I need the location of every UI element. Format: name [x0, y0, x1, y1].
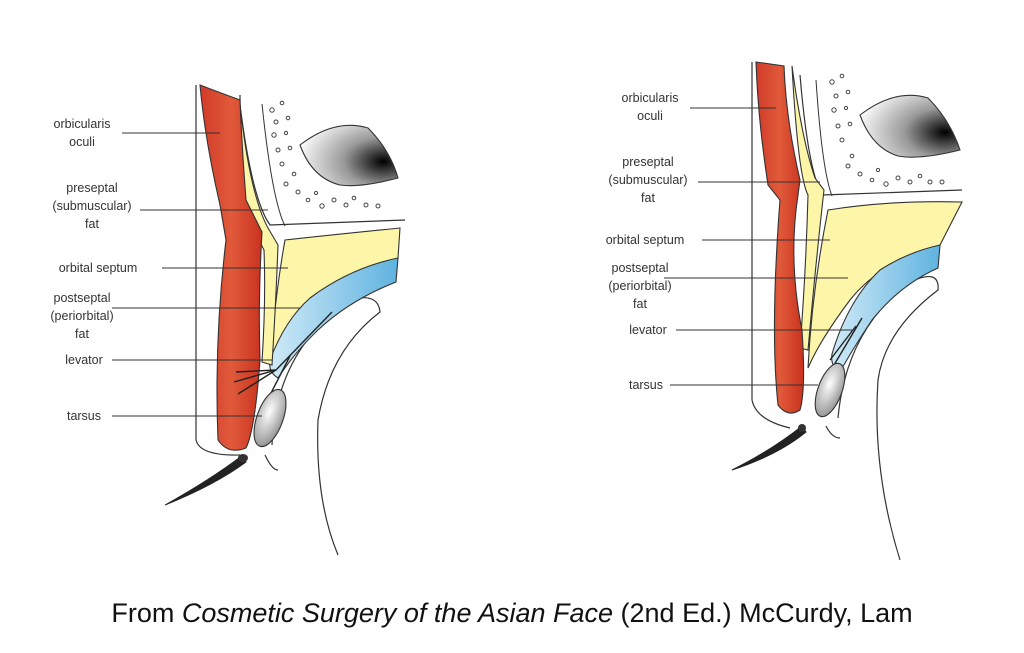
caption-book-title: Cosmetic Surgery of the Asian Face	[181, 598, 614, 628]
left-conjunctiva-curve	[271, 297, 381, 556]
right-orbital-bone	[859, 94, 961, 158]
right-label-postseptal-line2: (periorbital)	[608, 279, 671, 293]
left-bone-marrow-dots	[269, 100, 381, 209]
right-tarsus	[814, 362, 846, 418]
left-label-preseptal-line3: fat	[85, 217, 99, 231]
right-lash-root	[798, 424, 806, 432]
right-labels: orbicularis oculi preseptal (submuscular…	[606, 91, 688, 392]
left-label-postseptal-line2: (periorbital)	[50, 309, 113, 323]
right-diagram: orbicularis oculi preseptal (submuscular…	[606, 61, 963, 561]
left-orbital-rim-inner	[261, 103, 286, 227]
left-skin-outline	[195, 85, 241, 456]
left-label-levator: levator	[65, 353, 103, 367]
left-tarsus	[253, 388, 287, 448]
right-label-tarsus: tarsus	[629, 378, 663, 392]
left-eyeball-curve	[264, 454, 279, 471]
left-labels: orbicularis oculi preseptal (submuscular…	[50, 117, 137, 423]
right-orbicularis-muscle	[755, 61, 805, 414]
right-label-levator: levator	[629, 323, 667, 337]
right-postseptal-fat	[807, 201, 963, 369]
left-label-orbicularis-line1: orbicularis	[54, 117, 111, 131]
caption-prefix: From	[111, 598, 182, 628]
right-label-preseptal-line3: fat	[641, 191, 655, 205]
left-orbital-bone	[299, 124, 399, 187]
left-leader-lines	[112, 132, 300, 417]
right-label-postseptal-line1: postseptal	[612, 261, 669, 275]
right-label-preseptal-line1: preseptal	[622, 155, 673, 169]
left-lash-root	[238, 454, 248, 462]
right-label-preseptal-line2: (submuscular)	[608, 173, 687, 187]
right-orbital-rim-inner	[815, 79, 833, 197]
right-eyeball-curve	[825, 425, 841, 439]
left-label-orbicularis-line2: oculi	[69, 135, 95, 149]
right-leader-lines	[664, 107, 852, 386]
right-label-orbicularis-line1: orbicularis	[622, 91, 679, 105]
right-preseptal-fat	[791, 65, 825, 351]
left-label-preseptal-line2: (submuscular)	[52, 199, 131, 213]
left-label-postseptal-line3: fat	[75, 327, 89, 341]
right-label-orbital-septum: orbital septum	[606, 233, 685, 247]
left-label-orbital-septum: orbital septum	[59, 261, 138, 275]
right-levator-fibers	[829, 317, 863, 366]
left-levator-fibers	[233, 311, 333, 396]
source-caption: From Cosmetic Surgery of the Asian Face …	[0, 598, 1024, 629]
left-label-preseptal-line1: preseptal	[66, 181, 117, 195]
right-label-postseptal-line3: fat	[633, 297, 647, 311]
right-skin-outline	[751, 62, 791, 429]
left-diagram: orbicularis oculi preseptal (submuscular…	[50, 84, 406, 556]
left-eyelash	[164, 454, 247, 506]
left-label-tarsus: tarsus	[67, 409, 101, 423]
right-eyelash	[731, 425, 807, 471]
caption-suffix: (2nd Ed.) McCurdy, Lam	[613, 598, 913, 628]
right-label-orbicularis-line2: oculi	[637, 109, 663, 123]
right-bone-marrow-dots	[829, 73, 945, 187]
left-label-postseptal-line1: postseptal	[54, 291, 111, 305]
